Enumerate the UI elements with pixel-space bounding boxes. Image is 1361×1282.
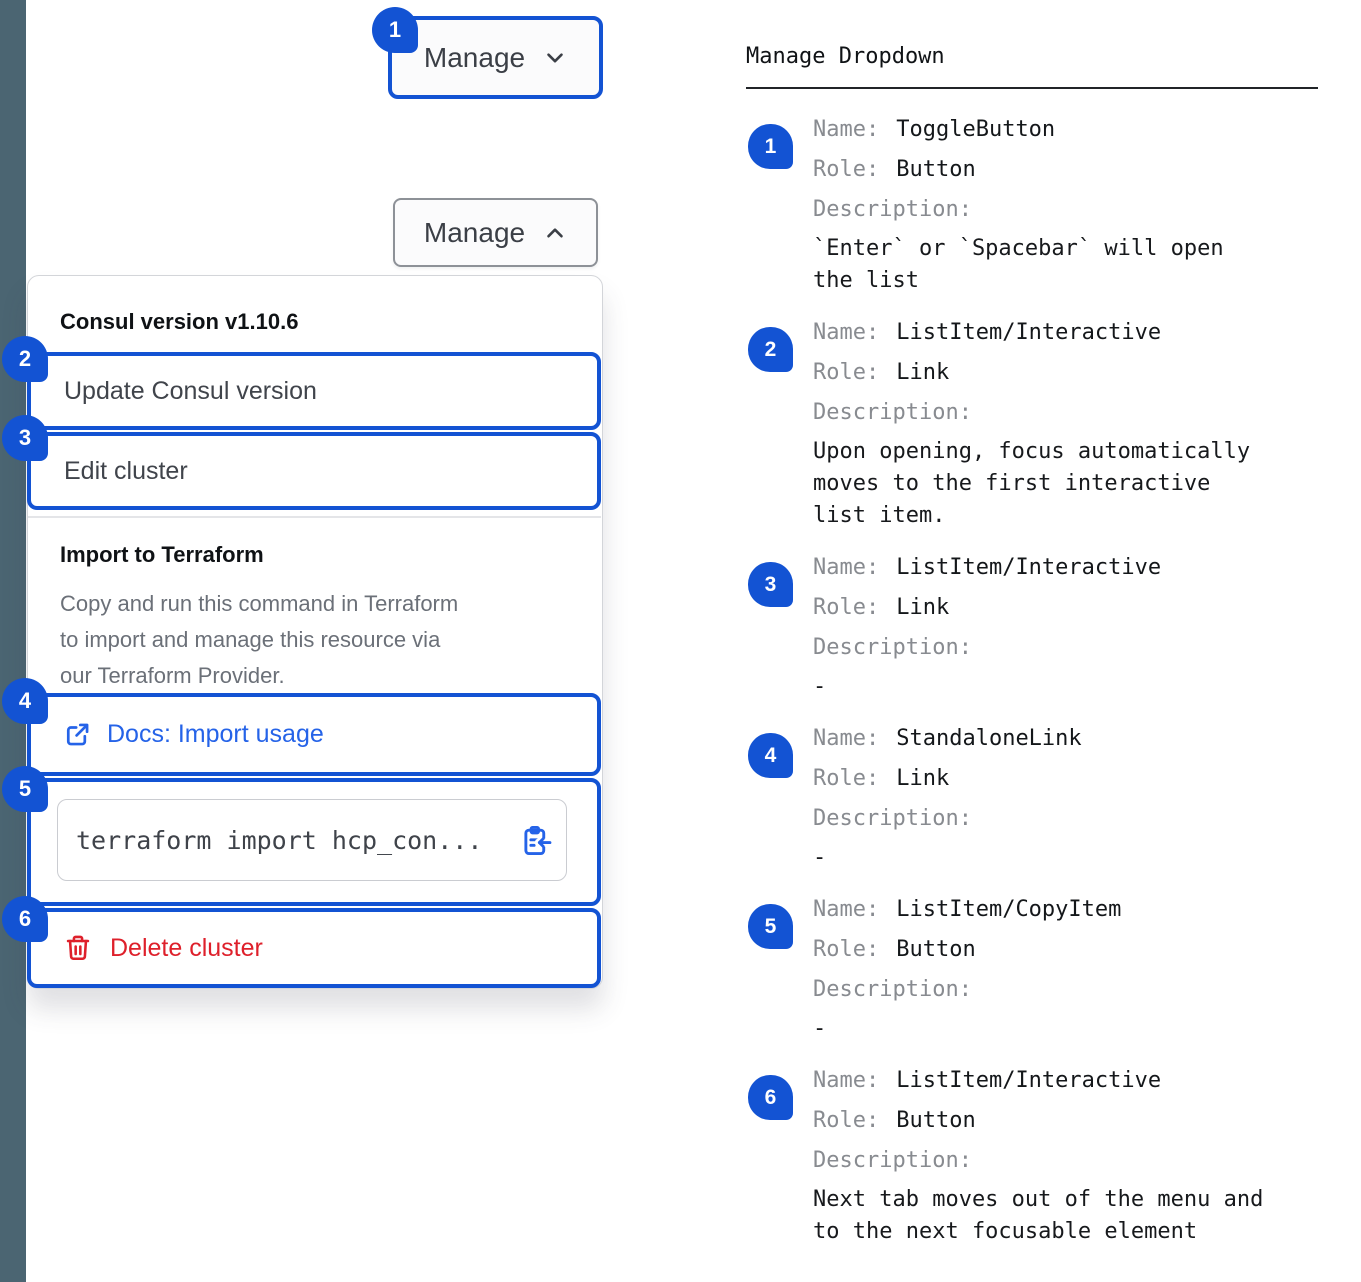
role-value: Link [896, 766, 950, 791]
description-label: Description: [813, 977, 972, 1002]
role-value: Button [896, 157, 976, 182]
description-value: - [813, 1013, 1121, 1045]
menu-divider [28, 516, 601, 518]
description-line: - [813, 1016, 827, 1041]
annotation-entry-6: 6 Name:ListItem/Interactive Role:Button … [746, 1061, 1332, 1248]
menu-item-edit-cluster[interactable]: Edit cluster [27, 432, 601, 510]
description-value: `Enter` or `Spacebar` will open the list [813, 233, 1224, 297]
name-value: ListItem/CopyItem [896, 897, 1122, 922]
annotation-number-4: 4 [748, 733, 793, 778]
name-value: ListItem/Interactive [896, 1068, 1162, 1093]
role-label: Role: [813, 157, 880, 182]
description-label: Description: [813, 400, 972, 425]
import-to-terraform-description: Copy and run this command in Terraform t… [60, 586, 570, 694]
annotation-badge-4: 4 [2, 678, 48, 724]
menu-item-docs-import-usage[interactable]: Docs: Import usage [27, 693, 601, 776]
menu-item-copy-terraform-command[interactable] [27, 778, 601, 906]
description-line: Next tab moves out of the menu and [813, 1187, 1264, 1212]
docs-import-usage-label: Docs: Import usage [107, 720, 324, 748]
role-value: Button [896, 937, 976, 962]
clipboard-copy-icon[interactable] [519, 824, 552, 857]
annotation-badge-2: 2 [2, 336, 48, 382]
annotation-number-3: 3 [748, 562, 793, 607]
description-value: - [813, 842, 1082, 874]
description-line: to the next focusable element [813, 1219, 1198, 1244]
role-value: Button [896, 1108, 976, 1133]
annotation-entry-4: 4 Name: StandaloneLink Role: Link Descript… [746, 719, 1332, 874]
chevron-up-icon [543, 221, 567, 245]
annotation-number-2: 2 [748, 327, 793, 372]
import-desc-line: our Terraform Provider. [60, 663, 285, 688]
update-consul-version-label: Update Consul version [64, 376, 317, 405]
annotations-list: 1 Name: ToggleButton Role: Button Descript… [746, 110, 1332, 1264]
description-value: Upon opening, focus automatically moves … [813, 436, 1250, 532]
chevron-down-icon [543, 46, 567, 70]
role-label: Role: [813, 595, 880, 620]
role-label: Role: [813, 1108, 880, 1133]
name-label: Name: [813, 117, 880, 142]
role-label: Role: [813, 360, 880, 385]
name-value: ListItem/Interactive [896, 320, 1162, 345]
annotation-entry-1: 1 Name: ToggleButton Role: Button Descript… [746, 110, 1332, 297]
role-label: Role: [813, 766, 880, 791]
annotation-entry-5: 5 Name: ListItem/CopyItem Role: Button Des… [746, 890, 1332, 1045]
annotation-badge-3: 3 [2, 415, 48, 461]
name-label: Name: [813, 1068, 880, 1093]
name-label: Name: [813, 320, 880, 345]
import-to-terraform-title: Import to Terraform [60, 542, 264, 567]
consul-version-header: Consul version v1.10.6 [60, 309, 299, 334]
annotation-entry-2: 2 Name: ListItem/Interactive Role: Link De… [746, 313, 1332, 532]
description-line: - [813, 674, 827, 699]
name-value: ToggleButton [896, 117, 1056, 142]
description-line: Upon opening, focus automatically [813, 439, 1251, 464]
name-value: ListItem/Interactive [896, 555, 1162, 580]
import-desc-line: Copy and run this command in Terraform [60, 591, 459, 616]
description-line: the list [813, 268, 919, 293]
manage-toggle-button[interactable]: Manage [388, 16, 603, 99]
description-line: list item. [813, 503, 946, 528]
annotation-number-1: 1 [748, 124, 793, 169]
description-label: Description: [813, 197, 972, 222]
role-value: Link [896, 360, 950, 385]
description-value: - [813, 671, 1161, 703]
annotation-badge-6: 6 [2, 896, 48, 942]
external-link-icon [64, 721, 91, 748]
name-value: StandaloneLink [896, 726, 1082, 751]
annotation-entry-3: 3 Name: ListItem/Interactive Role: Link De… [746, 548, 1332, 703]
name-label: Name: [813, 726, 880, 751]
annotations-heading-rule [746, 87, 1318, 89]
edit-cluster-label: Edit cluster [64, 456, 188, 485]
description-value: Next tab moves out of the menu and to th… [813, 1184, 1263, 1248]
role-value: Link [896, 595, 950, 620]
menu-item-delete-cluster[interactable]: Delete cluster [27, 908, 601, 988]
trash-icon [64, 934, 92, 962]
description-label: Description: [813, 806, 972, 831]
description-label: Description: [813, 635, 972, 660]
manage-toggle-label: Manage [423, 41, 526, 73]
annotation-badge-1: 1 [372, 7, 418, 53]
name-label: Name: [813, 897, 880, 922]
description-line: - [813, 845, 827, 870]
annotations-heading: Manage Dropdown [746, 44, 945, 69]
menu-item-update-consul-version[interactable]: Update Consul version [27, 352, 601, 430]
manage-open-label: Manage [423, 216, 526, 248]
delete-cluster-label: Delete cluster [110, 933, 263, 962]
annotation-number-6: 6 [748, 1075, 793, 1120]
description-line: moves to the first interactive [813, 471, 1211, 496]
annotation-badge-5: 5 [2, 766, 48, 812]
terraform-command-text: terraform import hcp_con... [76, 825, 483, 855]
description-label: Description: [813, 1148, 972, 1173]
terraform-command-box[interactable]: terraform import hcp_con... [57, 799, 567, 881]
import-desc-line: to import and manage this resource via [60, 627, 441, 652]
name-label: Name: [813, 555, 880, 580]
manage-open-button[interactable]: Manage [393, 198, 598, 267]
annotation-number-5: 5 [748, 904, 793, 949]
window-edge-rail [0, 0, 26, 1282]
role-label: Role: [813, 937, 880, 962]
description-line: `Enter` or `Spacebar` will open [813, 236, 1224, 261]
